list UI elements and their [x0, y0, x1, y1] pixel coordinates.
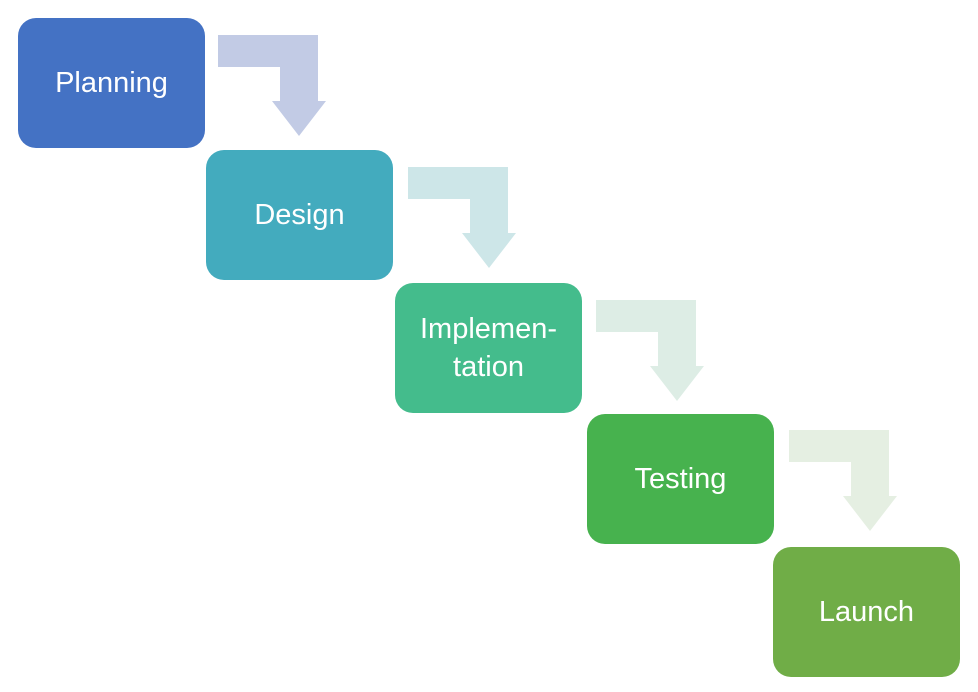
step-launch: Launch	[773, 547, 960, 677]
bent-arrow-down-icon	[596, 300, 704, 401]
step-testing: Testing	[587, 414, 774, 544]
step-label: Testing	[634, 463, 727, 495]
connector-1	[218, 35, 326, 136]
step-planning: Planning	[18, 18, 205, 148]
connector-2	[408, 167, 516, 268]
connector-4	[789, 430, 897, 531]
step-design: Design	[206, 150, 393, 280]
step-label: Launch	[818, 596, 915, 628]
bent-arrow-down-icon	[789, 430, 897, 531]
bent-arrow-down-icon	[218, 35, 326, 136]
bent-arrow-down-icon	[408, 167, 516, 268]
step-label: Design	[254, 199, 345, 231]
connector-3	[596, 300, 704, 401]
step-implementation: Implemen- tation	[395, 283, 582, 413]
step-label: Planning	[55, 67, 168, 99]
step-label: Implemen- tation	[420, 313, 557, 383]
